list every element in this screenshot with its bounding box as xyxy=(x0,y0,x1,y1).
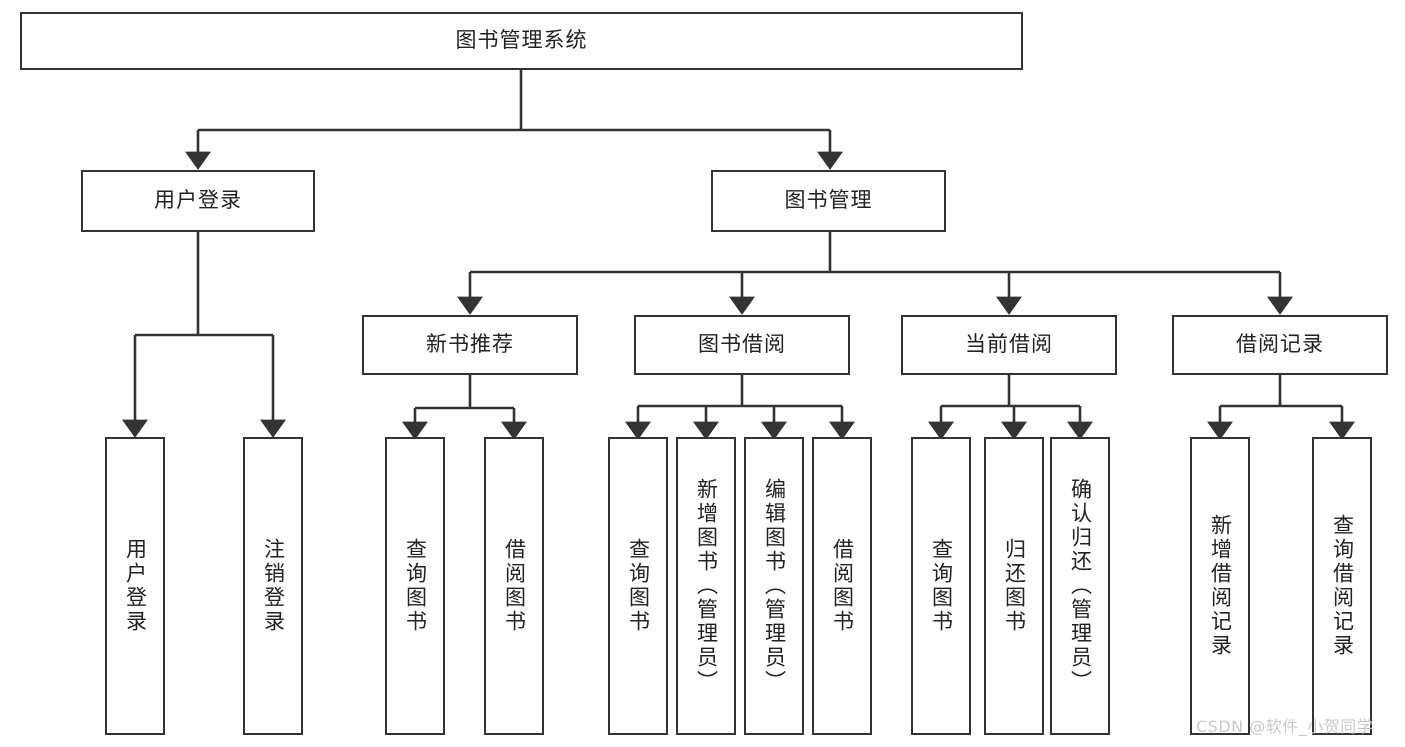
node-borrow-record-label: 借阅记录 xyxy=(1236,332,1324,357)
node-new-book-rec-label: 新书推荐 xyxy=(426,332,514,357)
leaf-add-book-label: 新增图书（管理员） xyxy=(694,478,719,694)
node-root[interactable]: 图书管理系统 xyxy=(20,12,1023,70)
leaf-return-book[interactable]: 归还图书 xyxy=(984,437,1044,735)
leaf-query-book-3-label: 查询图书 xyxy=(929,538,954,634)
leaf-add-book[interactable]: 新增图书（管理员） xyxy=(676,437,736,735)
node-user-login-label: 用户登录 xyxy=(154,188,242,213)
node-current-borrow-label: 当前借阅 xyxy=(965,332,1053,357)
leaf-query-record[interactable]: 查询借阅记录 xyxy=(1312,437,1372,735)
leaf-confirm-return[interactable]: 确认归还（管理员） xyxy=(1050,437,1110,735)
node-root-label: 图书管理系统 xyxy=(455,28,588,53)
leaf-query-book-2[interactable]: 查询图书 xyxy=(608,437,668,735)
leaf-return-book-label: 归还图书 xyxy=(1002,538,1027,634)
leaf-logout-label: 注销登录 xyxy=(261,538,286,634)
leaf-logout[interactable]: 注销登录 xyxy=(243,437,303,735)
leaf-query-book-1-label: 查询图书 xyxy=(403,538,428,634)
leaf-borrow-book-2[interactable]: 借阅图书 xyxy=(812,437,872,735)
leaf-borrow-book-1-label: 借阅图书 xyxy=(502,538,527,634)
leaf-add-record[interactable]: 新增借阅记录 xyxy=(1190,437,1250,735)
node-new-book-rec[interactable]: 新书推荐 xyxy=(362,315,578,375)
leaf-query-book-2-label: 查询图书 xyxy=(626,538,651,634)
leaf-edit-book-label: 编辑图书（管理员） xyxy=(762,478,787,694)
leaf-user-login[interactable]: 用户登录 xyxy=(105,437,165,735)
node-book-manage-label: 图书管理 xyxy=(784,188,873,213)
leaf-user-login-label: 用户登录 xyxy=(123,538,148,634)
node-book-borrow[interactable]: 图书借阅 xyxy=(634,315,850,375)
node-borrow-record[interactable]: 借阅记录 xyxy=(1172,315,1388,375)
leaf-query-record-label: 查询借阅记录 xyxy=(1330,514,1355,658)
leaf-borrow-book-1[interactable]: 借阅图书 xyxy=(484,437,544,735)
leaf-query-book-1[interactable]: 查询图书 xyxy=(385,437,445,735)
leaf-borrow-book-2-label: 借阅图书 xyxy=(830,538,855,634)
node-book-manage[interactable]: 图书管理 xyxy=(711,170,946,232)
leaf-query-book-3[interactable]: 查询图书 xyxy=(911,437,971,735)
node-current-borrow[interactable]: 当前借阅 xyxy=(901,315,1117,375)
node-user-login[interactable]: 用户登录 xyxy=(81,170,315,232)
leaf-confirm-return-label: 确认归还（管理员） xyxy=(1068,478,1093,694)
leaf-add-record-label: 新增借阅记录 xyxy=(1208,514,1233,658)
node-book-borrow-label: 图书借阅 xyxy=(698,332,786,357)
leaf-edit-book[interactable]: 编辑图书（管理员） xyxy=(744,437,804,735)
